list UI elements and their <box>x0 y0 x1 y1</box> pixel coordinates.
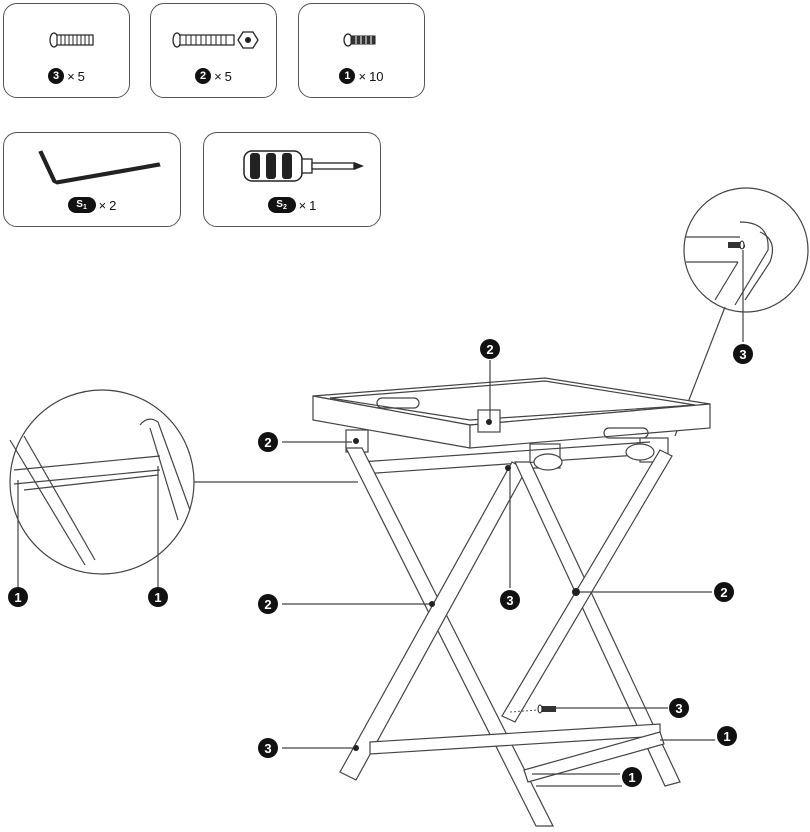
callout-detail-top-screw: 3 <box>733 344 753 364</box>
part-number-badge: 1 <box>339 68 356 84</box>
long-bolt-icon <box>49 32 94 48</box>
callout-bottom-screw-right: 3 <box>669 698 689 718</box>
part-box-screw-1: 1 × 10 <box>298 3 425 98</box>
allen-key-icon <box>38 150 161 185</box>
callout-detail-left-a: 1 <box>8 587 28 607</box>
part-qty: 1 × 10 <box>299 68 424 84</box>
callout-detail-left-b: 1 <box>148 587 168 607</box>
callout-left-foot-screw: 3 <box>258 738 278 758</box>
part-box-bolt-2: 2 × 5 <box>150 3 277 98</box>
screwdriver-icon <box>243 150 364 182</box>
callout-crossbar-bottom: 1 <box>622 767 642 787</box>
short-screw-icon <box>343 33 376 47</box>
bolt-with-nut-icon <box>172 31 259 49</box>
callout-tray-left-screw: 2 <box>258 432 278 452</box>
part-count: 10 <box>369 68 384 84</box>
callout-right-pivot: 2 <box>714 582 734 602</box>
tool-count: 1 <box>309 197 317 213</box>
callout-pivot-center: 3 <box>500 590 520 610</box>
callout-left-pivot: 2 <box>258 594 278 614</box>
part-count: 5 <box>224 68 232 84</box>
part-qty: 3 × 5 <box>4 68 129 84</box>
tool-count: 2 <box>109 197 117 213</box>
part-number-badge: 2 <box>195 68 212 84</box>
callout-crossbar-right: 1 <box>717 726 737 746</box>
part-number-badge: 3 <box>48 68 65 84</box>
callout-tray-top-screw: 2 <box>480 339 500 359</box>
part-box-screw-3: 3 × 5 <box>3 3 130 98</box>
part-qty: 2 × 5 <box>151 68 276 84</box>
part-count: 5 <box>77 68 85 84</box>
